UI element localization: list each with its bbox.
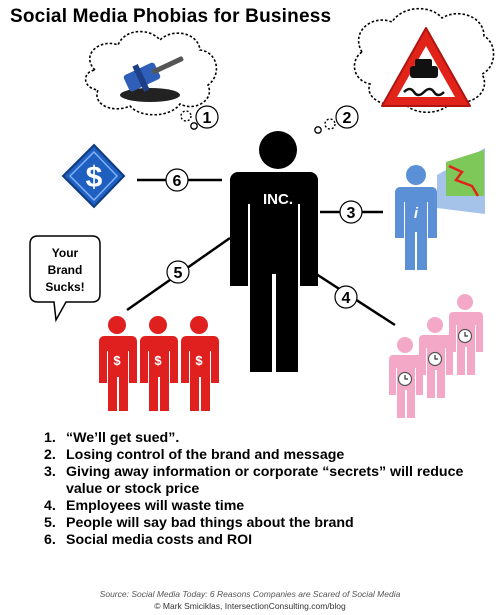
svg-text:Brand: Brand [48,263,83,277]
marker-2: 2 [335,105,359,129]
slippery-road-warning-icon [381,27,471,107]
pink-employee-figure [419,317,453,398]
info-presenter-figure: i [395,165,437,270]
dollar-sign-icon: $ [61,143,126,209]
svg-text:1: 1 [203,110,212,127]
marker-1: 1 [195,105,219,129]
svg-text:$: $ [195,353,203,368]
svg-text:4: 4 [342,290,351,307]
dollar-glyph: $ [86,161,103,194]
inc-label: INC. [263,191,293,208]
marker-3: 3 [339,200,363,224]
presentation-chart-icon [437,148,485,214]
list-item: 3.Giving away information or corporate “… [44,464,464,497]
red-customer-figure: $ [140,316,178,411]
pink-employees-group [389,294,483,418]
red-customer-figure: $ [181,316,219,411]
red-customer-figure: $ [99,316,137,411]
page-title: Social Media Phobias for Business [10,6,332,27]
marker-4: 4 [334,285,358,309]
info-glyph: i [414,205,419,222]
copyright-credit: © Mark Smiciklas, IntersectionConsulting… [154,601,346,611]
list-item: 5.People will say bad things about the b… [44,515,354,531]
svg-text:Sucks!: Sucks! [45,280,84,294]
list-item: 2.Losing control of the brand and messag… [44,447,345,463]
svg-text:5: 5 [174,265,183,282]
speech-bubble: Your Brand Sucks! [29,235,101,323]
svg-text:2: 2 [343,110,352,127]
marker-5: 5 [166,260,190,284]
svg-text:3: 3 [347,205,356,222]
red-customers-group: $ $ $ [99,316,219,411]
gavel-icon [120,56,184,102]
marker-6: 6 [165,168,189,192]
pink-employee-figure [389,337,423,418]
phobia-list: 1.“We’ll get sued”. 2.Losing control of … [44,430,484,549]
company-figure: INC. [230,131,318,372]
source-citation: Source: Social Media Today: 6 Reasons Co… [99,589,401,599]
list-item: 6.Social media costs and ROI [44,532,253,548]
svg-text:Your: Your [52,246,79,260]
svg-text:6: 6 [173,173,182,190]
pink-employee-figure [449,294,483,375]
svg-text:$: $ [113,353,121,368]
svg-text:$: $ [154,353,162,368]
list-item: 4.Employees will waste time [44,498,245,514]
list-item: 1.“We’ll get sued”. [44,430,180,446]
